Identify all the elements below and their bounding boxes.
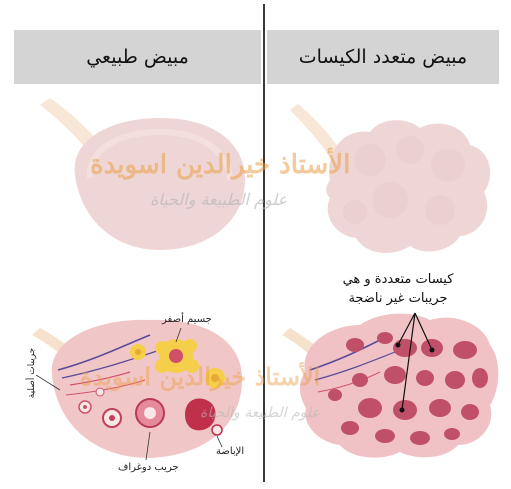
corpus-luteum-shape	[155, 339, 199, 373]
polycystic-ovary-top	[290, 104, 490, 253]
normal-ovary-top	[40, 98, 245, 250]
label-cysts-line1: كيسات متعددة و هي	[318, 270, 478, 289]
label-corpus-luteum: جسيم أصفر	[162, 314, 212, 325]
normal-ovary-bottom	[32, 320, 242, 460]
label-ovulation: الإباضة	[216, 446, 244, 457]
label-cysts-line2: جريبات غير ناضجة	[318, 289, 478, 308]
label-graafian-follicle: جريب دوغراف	[118, 462, 179, 473]
polycystic-ovary-bottom	[282, 313, 498, 458]
label-primary-follicles: جريبات أصلية	[27, 343, 37, 403]
